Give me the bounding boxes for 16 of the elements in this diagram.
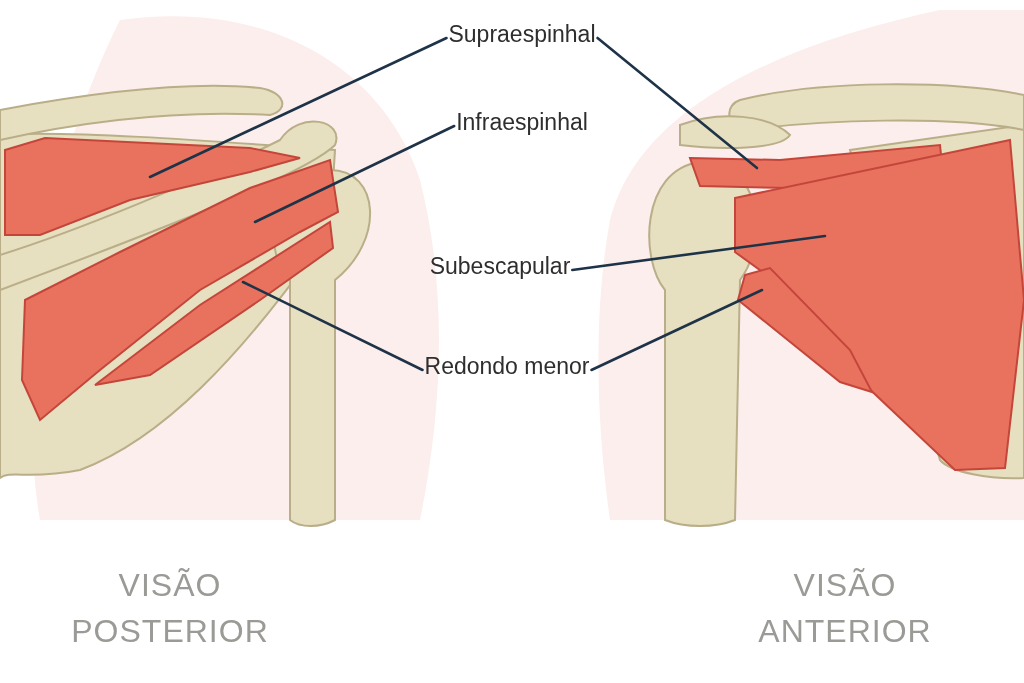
view-caption: VISÃO ANTERIOR bbox=[757, 566, 933, 651]
muscle-label: Supraespinhal bbox=[448, 20, 596, 48]
leader-line bbox=[241, 280, 424, 372]
view-caption: VISÃO POSTERIOR bbox=[70, 566, 270, 651]
muscle-label: Infraespinhal bbox=[456, 108, 588, 136]
muscle-drawing bbox=[736, 266, 874, 394]
muscle-label: Subescapular bbox=[429, 252, 571, 280]
muscle-drawing bbox=[4, 137, 301, 236]
leader-line bbox=[253, 124, 456, 224]
muscle-label: Redondo menor bbox=[424, 352, 590, 380]
leader-line bbox=[590, 288, 764, 372]
leader-line bbox=[148, 36, 448, 179]
muscle-drawing bbox=[21, 158, 340, 422]
leader-line bbox=[571, 234, 827, 272]
muscle-drawing bbox=[94, 220, 335, 386]
leader-line bbox=[596, 36, 759, 170]
